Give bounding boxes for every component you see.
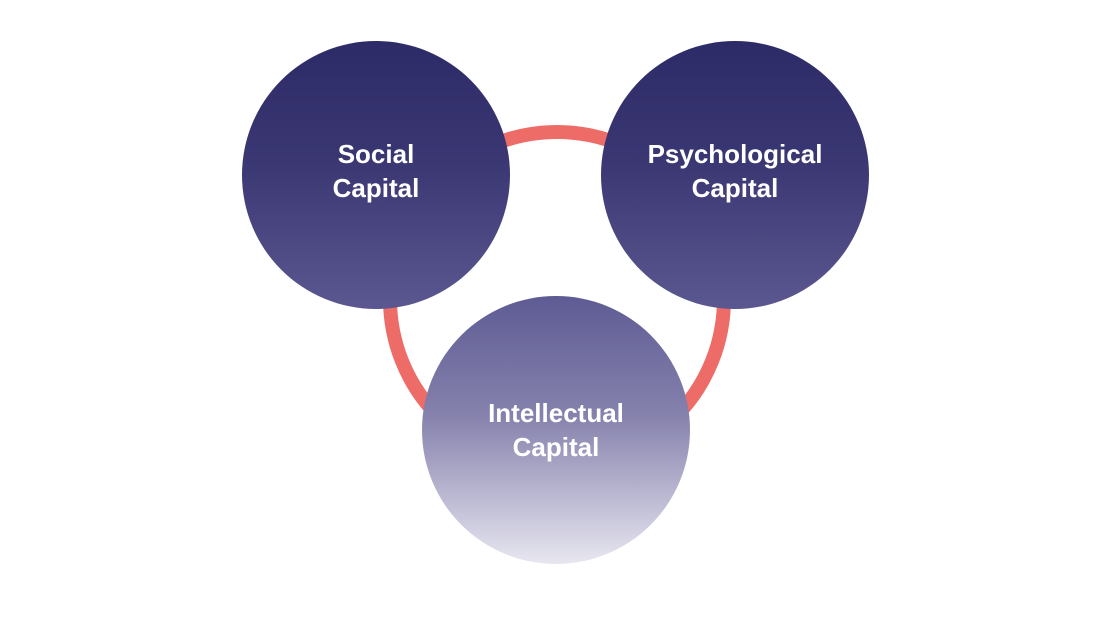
- node-intellectual-capital-label-line1: Intellectual: [488, 398, 624, 428]
- node-psychological-capital-label: Psychological Capital: [634, 137, 837, 205]
- node-social-capital-label-line2: Capital: [332, 173, 420, 203]
- node-intellectual-capital-label: Intellectual Capital: [474, 396, 638, 464]
- node-intellectual-capital: Intellectual Capital: [422, 296, 690, 564]
- node-social-capital: Social Capital: [242, 41, 510, 309]
- node-psychological-capital-label-line1: Psychological: [647, 139, 823, 169]
- node-social-capital-label-line1: Social: [337, 139, 415, 169]
- node-psychological-capital: Psychological Capital: [601, 41, 869, 309]
- node-psychological-capital-label-line2: Capital: [691, 173, 779, 203]
- node-intellectual-capital-label-line2: Capital: [512, 432, 600, 462]
- node-social-capital-label: Social Capital: [319, 137, 434, 205]
